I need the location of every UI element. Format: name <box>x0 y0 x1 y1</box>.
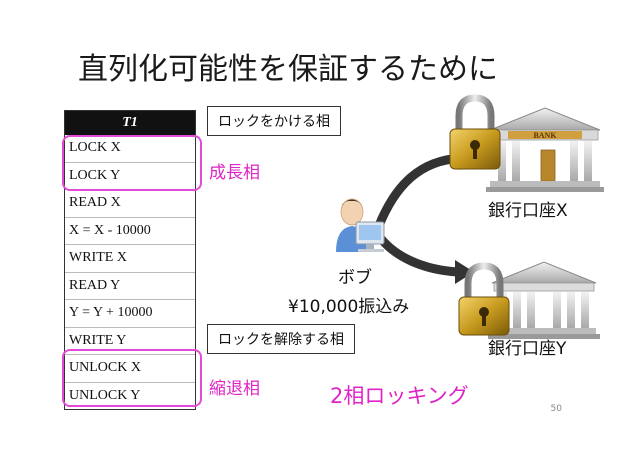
transfer-arrow-to-y <box>374 232 459 277</box>
table-row: LOCK Y <box>65 161 195 190</box>
bank-x-label: 銀行口座X <box>488 201 568 221</box>
transfer-arrow-to-x <box>373 153 463 230</box>
shrinking-phase-highlight <box>62 349 202 407</box>
table-row: LOCK X <box>69 140 121 155</box>
table-row: X = X - 10000 <box>65 216 195 245</box>
transfer-amount-label: ¥10,000振込み <box>288 297 410 317</box>
table-row: UNLOCK X <box>65 354 195 382</box>
bank-x-icon <box>486 107 604 192</box>
bank-y-label: 銀行口座Y <box>488 339 567 359</box>
bank-y-icon <box>488 261 600 339</box>
two-phase-locking-label: 2相ロッキング <box>330 384 469 408</box>
unlock-phase-callout: ロックを解除する相 <box>207 324 355 354</box>
table-header: T1 <box>65 111 195 135</box>
table-row: UNLOCK Y <box>65 381 195 410</box>
table-row: WRITE Y <box>65 326 195 355</box>
person-label: ボブ <box>338 268 372 288</box>
transaction-table: T1 LOCK X LOCK Y READ X X = X - 10000 WR… <box>64 110 196 410</box>
shrinking-phase-label: 縮退相 <box>209 379 260 399</box>
person-icon <box>336 198 385 252</box>
table-row: Y = Y + 10000 <box>65 299 195 327</box>
lock-phase-callout: ロックをかける相 <box>207 106 341 136</box>
growing-phase-label: 成長相 <box>209 163 260 183</box>
padlock-x-icon <box>449 94 501 170</box>
bank-sign: BANK <box>533 131 557 140</box>
page-number: 50 <box>550 404 562 414</box>
arrow-head-y <box>455 260 474 284</box>
slide-title: 直列化可能性を保証するために <box>78 52 498 87</box>
growing-phase-highlight <box>62 135 202 191</box>
table-row: READ Y <box>65 271 195 300</box>
table-row: WRITE X <box>65 244 195 272</box>
padlock-y-icon <box>458 262 510 336</box>
